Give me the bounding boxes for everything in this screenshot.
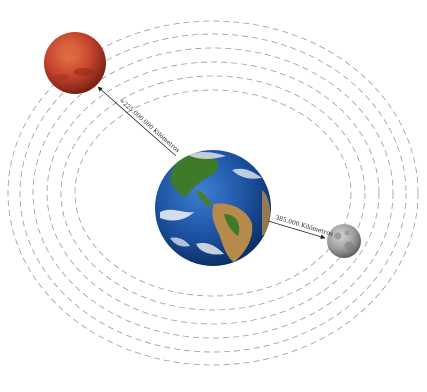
mars-distance-label: ≈225.000.000 Kilómetros: [118, 97, 181, 154]
moon-distance-label: 385.000 Kilómetros: [274, 214, 333, 238]
mars-icon: [44, 32, 106, 94]
mars-distance-arrow: [98, 87, 176, 156]
moon-icon: [327, 224, 361, 258]
earth-icon: [155, 150, 271, 266]
